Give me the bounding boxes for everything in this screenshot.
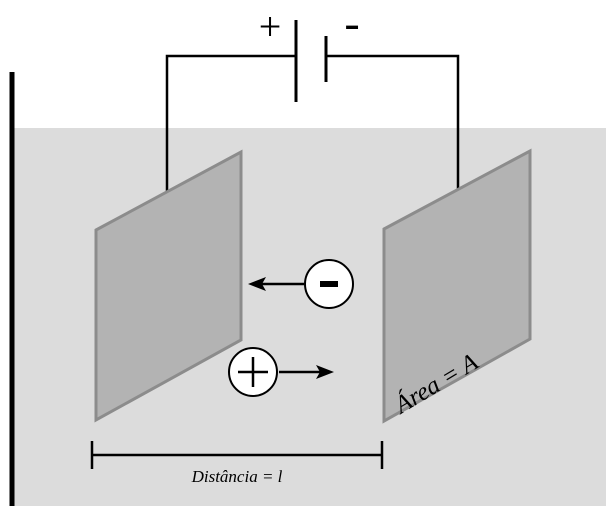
positive-ion [228,347,334,397]
left-electrode-plate [94,149,243,423]
battery: + - [259,0,360,102]
negative-ion [248,259,354,309]
distance-label: Distância = l [191,467,283,486]
right-electrode-plate [382,148,532,424]
battery-positive-sign: + [259,4,282,49]
negative-ion-sign [320,281,338,287]
distance-bracket [90,441,384,469]
battery-negative-sign: - [344,0,359,48]
negative-ion-arrowhead [248,277,266,291]
left-wire [165,54,296,193]
positive-ion-arrowhead [316,365,334,379]
right-wire [326,54,460,190]
